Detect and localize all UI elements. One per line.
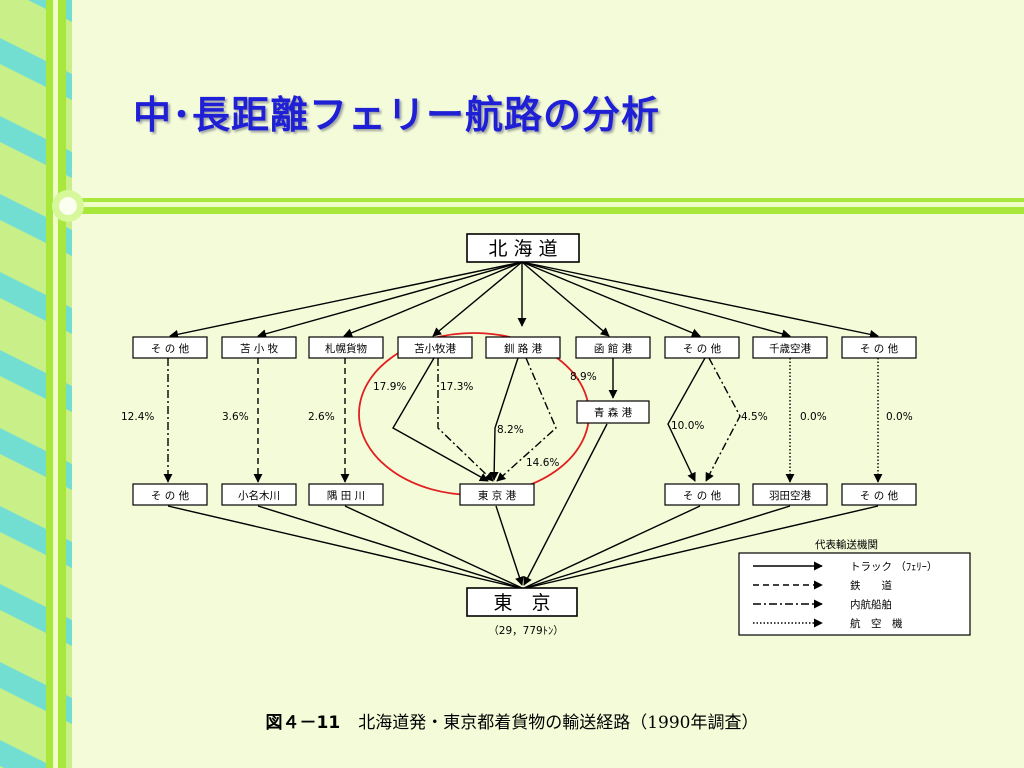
port-box: 函 館 港 [575,336,651,359]
hub-box: そ の 他 [841,483,917,506]
share-label: 8.9% [570,371,597,383]
port-box: 千歳空港 [752,336,828,359]
port-box: そ の 他 [664,336,740,359]
origin-box: 北 海 道 [466,233,580,263]
svg-text:羽田空港: 羽田空港 [769,489,811,502]
legend-title: 代表輸送機関 [815,538,878,551]
svg-text:苫 小 牧: 苫 小 牧 [240,342,279,355]
ribbon-band [0,740,56,768]
legend-item: 航 空 機 [850,617,903,630]
svg-text:東 京 港: 東 京 港 [478,489,517,502]
svg-text:そ の 他: そ の 他 [683,489,722,502]
share-label: 4.5% [741,411,768,423]
ribbon-stripe [0,0,72,768]
destination-label: 東 京 [493,592,550,614]
figure-caption: 図４－11 北海道発・東京都着貨物の輸送経路（1990年調査） [0,708,1024,733]
svg-text:そ の 他: そ の 他 [151,489,190,502]
port-box: 札幌貨物 [308,336,384,359]
svg-text:小名木川: 小名木川 [238,489,280,502]
svg-text:そ の 他: そ の 他 [683,342,722,355]
legend-item: 鉄 道 [850,579,892,592]
destination-note: （29，779ﾄﾝ） [488,625,563,637]
port-box: 苫 小 牧 [221,336,297,359]
hub-row: そ の 他 小名木川 隅 田 川 東 京 港 そ の 他 羽田空港 そ の 他 [132,483,917,506]
svg-text:青 森 港: 青 森 港 [594,406,633,419]
share-label: 17.3% [440,381,473,393]
hub-box: 隅 田 川 [308,483,384,506]
svg-text:そ の 他: そ の 他 [151,342,190,355]
share-labels: 12.4% 3.6% 2.6% 17.9% 17.3% 8.2% 14.6% 8… [121,371,913,469]
share-label: 0.0% [886,411,913,423]
svg-text:函 館 港: 函 館 港 [594,342,633,355]
share-label: 8.2% [497,424,524,436]
legend-item: 内航船舶 [850,598,892,611]
port-to-hub-routes [163,357,883,483]
origin-label: 北 海 道 [488,238,557,260]
slide-title: 中･長距離フェリー航路の分析 [133,93,661,137]
share-label: 3.6% [222,411,249,423]
share-label: 14.6% [526,457,559,469]
svg-text:そ の 他: そ の 他 [860,342,899,355]
port-box: そ の 他 [132,336,208,359]
hub-box: 羽田空港 [752,483,828,506]
svg-text:千歳空港: 千歳空港 [769,342,811,355]
hub-box: 小名木川 [221,483,297,506]
port-box: 苫小牧港 [397,336,473,359]
share-label: 12.4% [121,411,154,423]
svg-text:札幌貨物: 札幌貨物 [325,342,367,355]
tokyo-funnel [167,423,879,589]
hokkaido-fanout [169,261,879,339]
horizontal-rule [60,198,1024,214]
svg-text:隅 田 川: 隅 田 川 [327,490,365,502]
hub-box: 東 京 港 [459,483,535,506]
hub-box: そ の 他 [664,483,740,506]
share-label: 10.0% [671,420,704,432]
port-box: そ の 他 [841,336,917,359]
legend: 代表輸送機関 トラック （ﾌｪﾘｰ） 鉄 道 内航船舶 航 空 機 [738,538,971,636]
share-label: 0.0% [800,411,827,423]
figure-caption-text: 北海道発・東京都着貨物の輸送経路（1990年調査） [358,713,759,733]
svg-text:そ の 他: そ の 他 [860,489,899,502]
port-box: 釧 路 港 [485,336,561,359]
figure-number: 図４－11 [265,713,341,733]
port-row: そ の 他 苫 小 牧 札幌貨物 苫小牧港 釧 路 港 函 館 港 そ の 他 … [132,336,917,359]
svg-text:苫小牧港: 苫小牧港 [414,342,456,355]
legend-item: トラック （ﾌｪﾘｰ） [850,561,937,573]
svg-text:釧 路 港: 釧 路 港 [504,342,543,355]
share-label: 2.6% [308,411,335,423]
hub-box: そ の 他 [132,483,208,506]
transfer-box: 青 森 港 [576,400,650,424]
share-label: 17.9% [373,381,406,393]
destination-box: 東 京 （29，779ﾄﾝ） [466,587,578,637]
